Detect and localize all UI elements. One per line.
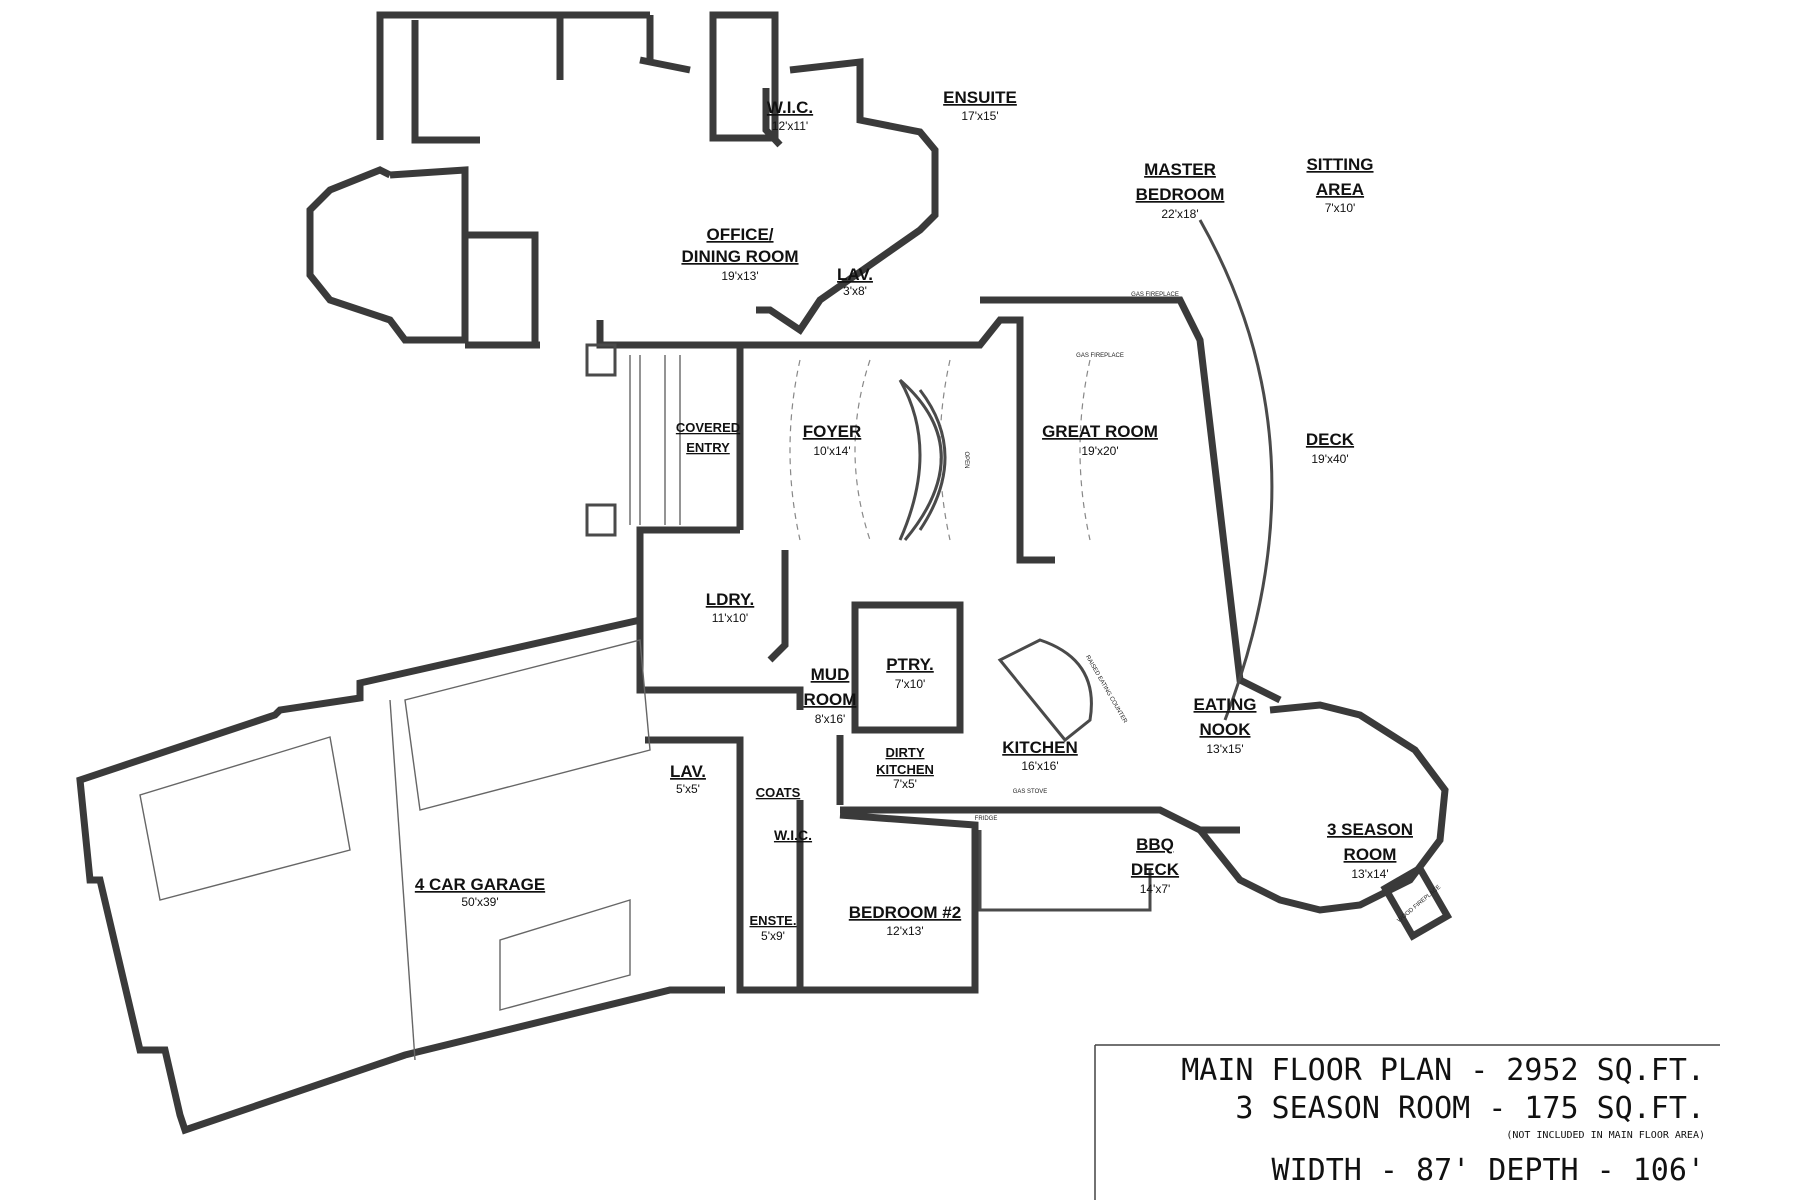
room-name-foyer: FOYER xyxy=(803,422,862,441)
title-block-frame xyxy=(1094,1044,1720,1200)
wall-office xyxy=(306,166,469,344)
room-dim-mud: 8'x16' xyxy=(815,712,846,726)
room-dim-3season: 13'x14' xyxy=(1351,867,1388,881)
room-dim-wic-master: 12'x11' xyxy=(772,119,808,133)
room-name-master-2: BEDROOM xyxy=(1136,185,1225,204)
room-dim-ensuite: 17'x15' xyxy=(961,109,998,123)
title-main-floor: MAIN FLOOR PLAN - 2952 SQ.FT. xyxy=(1181,1053,1705,1088)
title-dimensions: WIDTH - 87' DEPTH - 106' xyxy=(1272,1153,1705,1188)
entry-post-bottom xyxy=(585,503,617,537)
wall-deck xyxy=(980,296,1282,704)
note-gas-fireplace-lower: GAS FIREPLACE xyxy=(1076,353,1124,359)
room-dim-lav-upper: 3'x8' xyxy=(843,284,867,298)
ceiling-arc-4 xyxy=(1079,359,1091,541)
room-name-kitchen: KITCHEN xyxy=(1002,738,1078,757)
room-dim-kitchen: 16'x16' xyxy=(1021,759,1058,773)
note-fridge: FRIDGE xyxy=(975,816,998,822)
room-name-sitting-1: SITTING xyxy=(1306,155,1373,174)
ceiling-arc-1 xyxy=(789,359,801,541)
room-dim-ptry: 7'x10' xyxy=(895,677,926,691)
room-name-covered-entry-2: ENTRY xyxy=(686,440,730,455)
room-name-mud-1: MUD xyxy=(811,665,850,684)
kitchen-island xyxy=(997,638,1093,743)
wall-ensuite-top xyxy=(376,11,654,140)
garage-door-1 xyxy=(139,736,351,901)
room-name-master-1: MASTER xyxy=(1144,160,1216,179)
note-open: OPEN xyxy=(963,451,969,468)
wood-fireplace-box xyxy=(1380,863,1453,941)
room-name-garage: 4 CAR GARAGE xyxy=(415,875,545,894)
room-name-3season-1: 3 SEASON xyxy=(1327,820,1413,839)
wall-mud xyxy=(645,686,804,800)
entry-post-top xyxy=(585,343,617,377)
wall-kitchen-lower xyxy=(836,735,1240,834)
wall-wic-master xyxy=(411,20,691,144)
room-name-bbq-2: DECK xyxy=(1131,860,1180,879)
room-name-3season-2: ROOM xyxy=(1344,845,1397,864)
wall-pantry xyxy=(851,601,964,734)
room-dim-dirty-kitchen: 7'x5' xyxy=(893,777,917,791)
room-name-nook-1: EATING xyxy=(1194,695,1257,714)
room-dim-enste: 5'x9' xyxy=(761,929,785,943)
room-name-wic-bedroom: W.I.C. xyxy=(774,827,812,843)
room-name-deck: DECK xyxy=(1306,430,1355,449)
room-name-coats: COATS xyxy=(756,785,801,800)
note-gas-stove: GAS STOVE xyxy=(1013,789,1048,795)
garage-door-3 xyxy=(499,899,631,1011)
room-dim-deck: 19'x40' xyxy=(1311,452,1348,466)
room-name-covered-entry-1: COVERED xyxy=(676,420,740,435)
note-wood-fireplace: WOOD FIREPLACE xyxy=(1397,884,1442,924)
room-name-ldry: LDRY. xyxy=(706,590,755,609)
room-name-enste: ENSTE. xyxy=(750,913,797,928)
wall-lav-upper xyxy=(465,231,539,349)
room-dim-nook: 13'x15' xyxy=(1206,742,1243,756)
wall-bbq-deck xyxy=(978,830,1152,912)
wall-laundry xyxy=(636,526,789,694)
title-block: MAIN FLOOR PLAN - 2952 SQ.FT. 3 SEASON R… xyxy=(1094,1044,1720,1200)
room-name-ensuite: ENSUITE xyxy=(943,88,1017,107)
room-name-ptry: PTRY. xyxy=(886,655,934,674)
room-name-dirty-kitchen-1: DIRTY xyxy=(886,745,925,760)
room-dim-bbq: 14'x7' xyxy=(1140,882,1171,896)
mirrored-drawing xyxy=(76,11,1453,1135)
staircase xyxy=(898,378,947,541)
garage-divider xyxy=(389,699,416,1061)
room-name-great-room: GREAT ROOM xyxy=(1042,422,1158,441)
room-dim-office: 19'x13' xyxy=(721,269,758,283)
room-name-nook-2: NOOK xyxy=(1200,720,1252,739)
garage-door-2 xyxy=(404,639,651,811)
room-name-bbq-1: BBQ xyxy=(1136,835,1174,854)
title-note: (NOT INCLUDED IN MAIN FLOOR AREA) xyxy=(1506,1130,1705,1141)
wall-bedroom-2 xyxy=(736,800,979,994)
room-dim-ldry: 11'x10' xyxy=(712,611,748,625)
room-dim-master: 22'x18' xyxy=(1161,207,1198,221)
room-name-dirty-kitchen-2: KITCHEN xyxy=(876,762,934,777)
room-dim-lav-lower: 5'x5' xyxy=(676,782,700,796)
note-gas-fireplace-upper: GAS FIREPLACE xyxy=(1131,292,1179,298)
room-name-sitting-2: AREA xyxy=(1316,180,1364,199)
room-labels: W.I.C. 12'x11' ENSUITE 17'x15' MASTER BE… xyxy=(415,88,1413,943)
room-name-wic-master: W.I.C. xyxy=(767,98,813,117)
room-dim-foyer: 10'x14' xyxy=(813,444,850,458)
room-name-office-2: DINING ROOM xyxy=(681,247,798,266)
wall-great-room xyxy=(485,316,1055,564)
room-name-bedroom-2: BEDROOM #2 xyxy=(849,903,961,922)
room-dim-bedroom-2: 12'x13' xyxy=(886,924,923,938)
title-3-season: 3 SEASON ROOM - 175 SQ.FT. xyxy=(1235,1091,1705,1126)
room-dim-great-room: 19'x20' xyxy=(1081,444,1118,458)
deck-curve xyxy=(1198,219,1274,721)
room-name-mud-2: ROOM xyxy=(804,690,857,709)
room-name-office-1: OFFICE/ xyxy=(706,225,773,244)
wall-garage xyxy=(76,616,725,1135)
wall-master-bedroom xyxy=(756,58,939,335)
room-dim-sitting: 7'x10' xyxy=(1325,201,1356,215)
room-name-lav-upper: LAV. xyxy=(837,265,873,284)
room-dim-garage: 50'x39' xyxy=(461,895,498,909)
ceiling-arc-2 xyxy=(854,359,871,541)
entry-steps xyxy=(629,355,681,525)
wall-3-season xyxy=(1197,701,1449,914)
room-name-lav-lower: LAV. xyxy=(670,762,706,781)
